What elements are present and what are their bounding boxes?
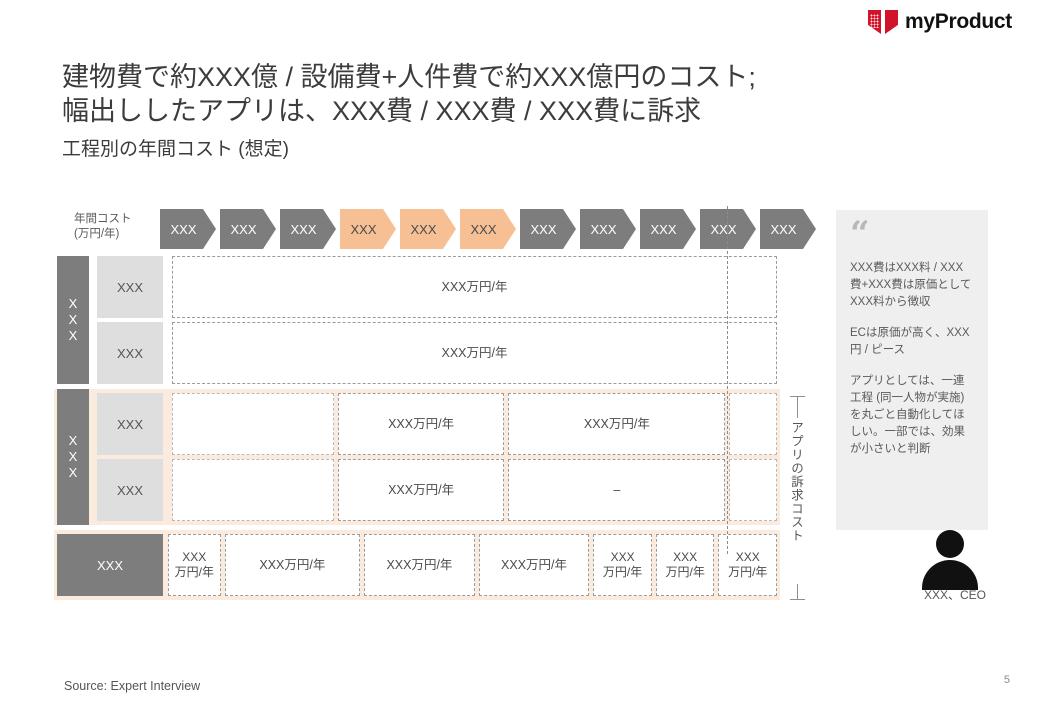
matrix-row-sublabel: XXX: [97, 459, 163, 521]
process-step-1[interactable]: XXX: [160, 209, 216, 249]
matrix-group-spine: XXX: [57, 389, 89, 525]
bowtie-logo-icon: [868, 10, 898, 34]
quote-paragraph-1: XXX費はXXX料 / XXX費+XXX費は原価としてXXX料から徴収: [850, 262, 972, 308]
process-step-9[interactable]: XXX: [640, 209, 696, 249]
matrix-group-spine: XXX: [57, 256, 89, 384]
spine-spacer: [57, 393, 89, 455]
process-step-10[interactable]: XXX: [700, 209, 756, 249]
quote-attribution: XXX、CEO: [923, 588, 987, 602]
matrix-row-cells: XXX万円/年: [172, 256, 777, 318]
spine-spacer: [57, 256, 89, 318]
process-step-label: XXX: [710, 221, 737, 237]
process-step-label: XXX: [170, 221, 197, 237]
matrix-cell[interactable]: [172, 393, 334, 455]
quote-body: XXX費はXXX料 / XXX費+XXX費は原価としてXXX料から徴収 ECは原価…: [850, 260, 974, 458]
page-subtitle: 工程別の年間コスト (想定): [62, 139, 289, 160]
matrix-cell[interactable]: XXX万円/年: [224, 534, 361, 596]
quote-paragraph-2: ECは原価が高く、XXX円 / ピース: [850, 327, 970, 356]
process-step-label: XXX: [590, 221, 617, 237]
process-step-label: XXX: [410, 221, 437, 237]
spine-spacer: [57, 322, 89, 384]
matrix-group-spine-label: XXX: [65, 296, 81, 344]
process-step-5[interactable]: XXX: [400, 209, 456, 249]
process-step-6[interactable]: XXX: [460, 209, 516, 249]
matrix-cell[interactable]: XXX万円/年: [508, 393, 726, 455]
matrix-cell[interactable]: XXX万円/年: [337, 393, 505, 455]
process-step-label: XXX: [290, 221, 317, 237]
matrix-cell[interactable]: XXX万円/年: [364, 534, 475, 596]
person-avatar-icon: [922, 530, 978, 590]
quote-panel: “ XXX費はXXX料 / XXX費+XXX費は原価としてXXX料から徴収 ECは…: [836, 210, 988, 530]
axis-label-line-1: 年間コスト: [74, 213, 132, 225]
process-step-label: XXX: [350, 221, 377, 237]
page-title: 建物費で約XXX億 / 設備費+人件費で約XXX億円のコスト; 幅出ししたアプリ…: [62, 60, 922, 128]
matrix-cell[interactable]: XXX万円/年: [478, 534, 590, 596]
matrix-group-spine: XXX: [57, 534, 163, 596]
process-step-label: XXX: [470, 221, 497, 237]
matrix-row-cells: XXX万円/年–: [172, 459, 777, 521]
process-step-4[interactable]: XXX: [340, 209, 396, 249]
matrix-cell[interactable]: –: [508, 459, 726, 521]
matrix-group-spine-label: XXX: [96, 557, 123, 573]
matrix-cell[interactable]: [729, 393, 777, 455]
matrix-group-spine-label: XXX: [65, 433, 81, 481]
matrix-row-sublabel: XXX: [97, 256, 163, 318]
process-step-2[interactable]: XXX: [220, 209, 276, 249]
process-step-label: XXX: [770, 221, 797, 237]
process-step-label: XXX: [230, 221, 257, 237]
matrix-row-sublabel: XXX: [97, 393, 163, 455]
matrix-row-cells: XXX万円/年: [172, 322, 777, 384]
process-step-3[interactable]: XXX: [280, 209, 336, 249]
title-line-1: 建物費で約XXX億 / 設備費+人件費で約XXX億円のコスト;: [62, 62, 756, 92]
process-step-7[interactable]: XXX: [520, 209, 576, 249]
axis-label: 年間コスト (万円/年): [74, 212, 154, 242]
process-step-label: XXX: [650, 221, 677, 237]
brand-name: myProduct: [905, 10, 1012, 33]
matrix-cell[interactable]: XXX万円/年: [337, 459, 505, 521]
quote-paragraph-3: アプリとしては、一連工程 (同一人物が実施) を丸ごと自動化してほしい。一部では…: [850, 375, 965, 455]
process-step-8[interactable]: XXX: [580, 209, 636, 249]
spine-spacer: [57, 459, 89, 521]
page-number: 5: [1003, 674, 1010, 686]
matrix-cell[interactable]: XXX万円/年: [172, 322, 777, 384]
axis-label-line-2: (万円/年): [74, 228, 120, 240]
bracket: アプリの訴求コスト: [786, 396, 812, 600]
matrix-cell[interactable]: XXX万円/年: [172, 256, 777, 318]
time-marker-line: [727, 206, 728, 554]
matrix-cell[interactable]: [729, 459, 777, 521]
bracket-label: アプリの訴求コスト: [787, 418, 806, 584]
matrix-row-sublabel: XXX: [97, 322, 163, 384]
brand-logo: myProduct: [868, 10, 1012, 34]
matrix-cell[interactable]: [172, 459, 334, 521]
process-step-bar: XXX XXX XXX XXX XXX XXX XXX XXX XXX XXX XXX: [160, 209, 820, 249]
process-step-label: XXX: [530, 221, 557, 237]
source-note: Source: Expert Interview: [64, 679, 201, 693]
process-step-11[interactable]: XXX: [760, 209, 816, 249]
title-line-2: 幅出ししたアプリは、XXX費 / XXX費 / XXX費に訴求: [62, 96, 702, 126]
quote-mark-icon: “: [850, 214, 870, 254]
